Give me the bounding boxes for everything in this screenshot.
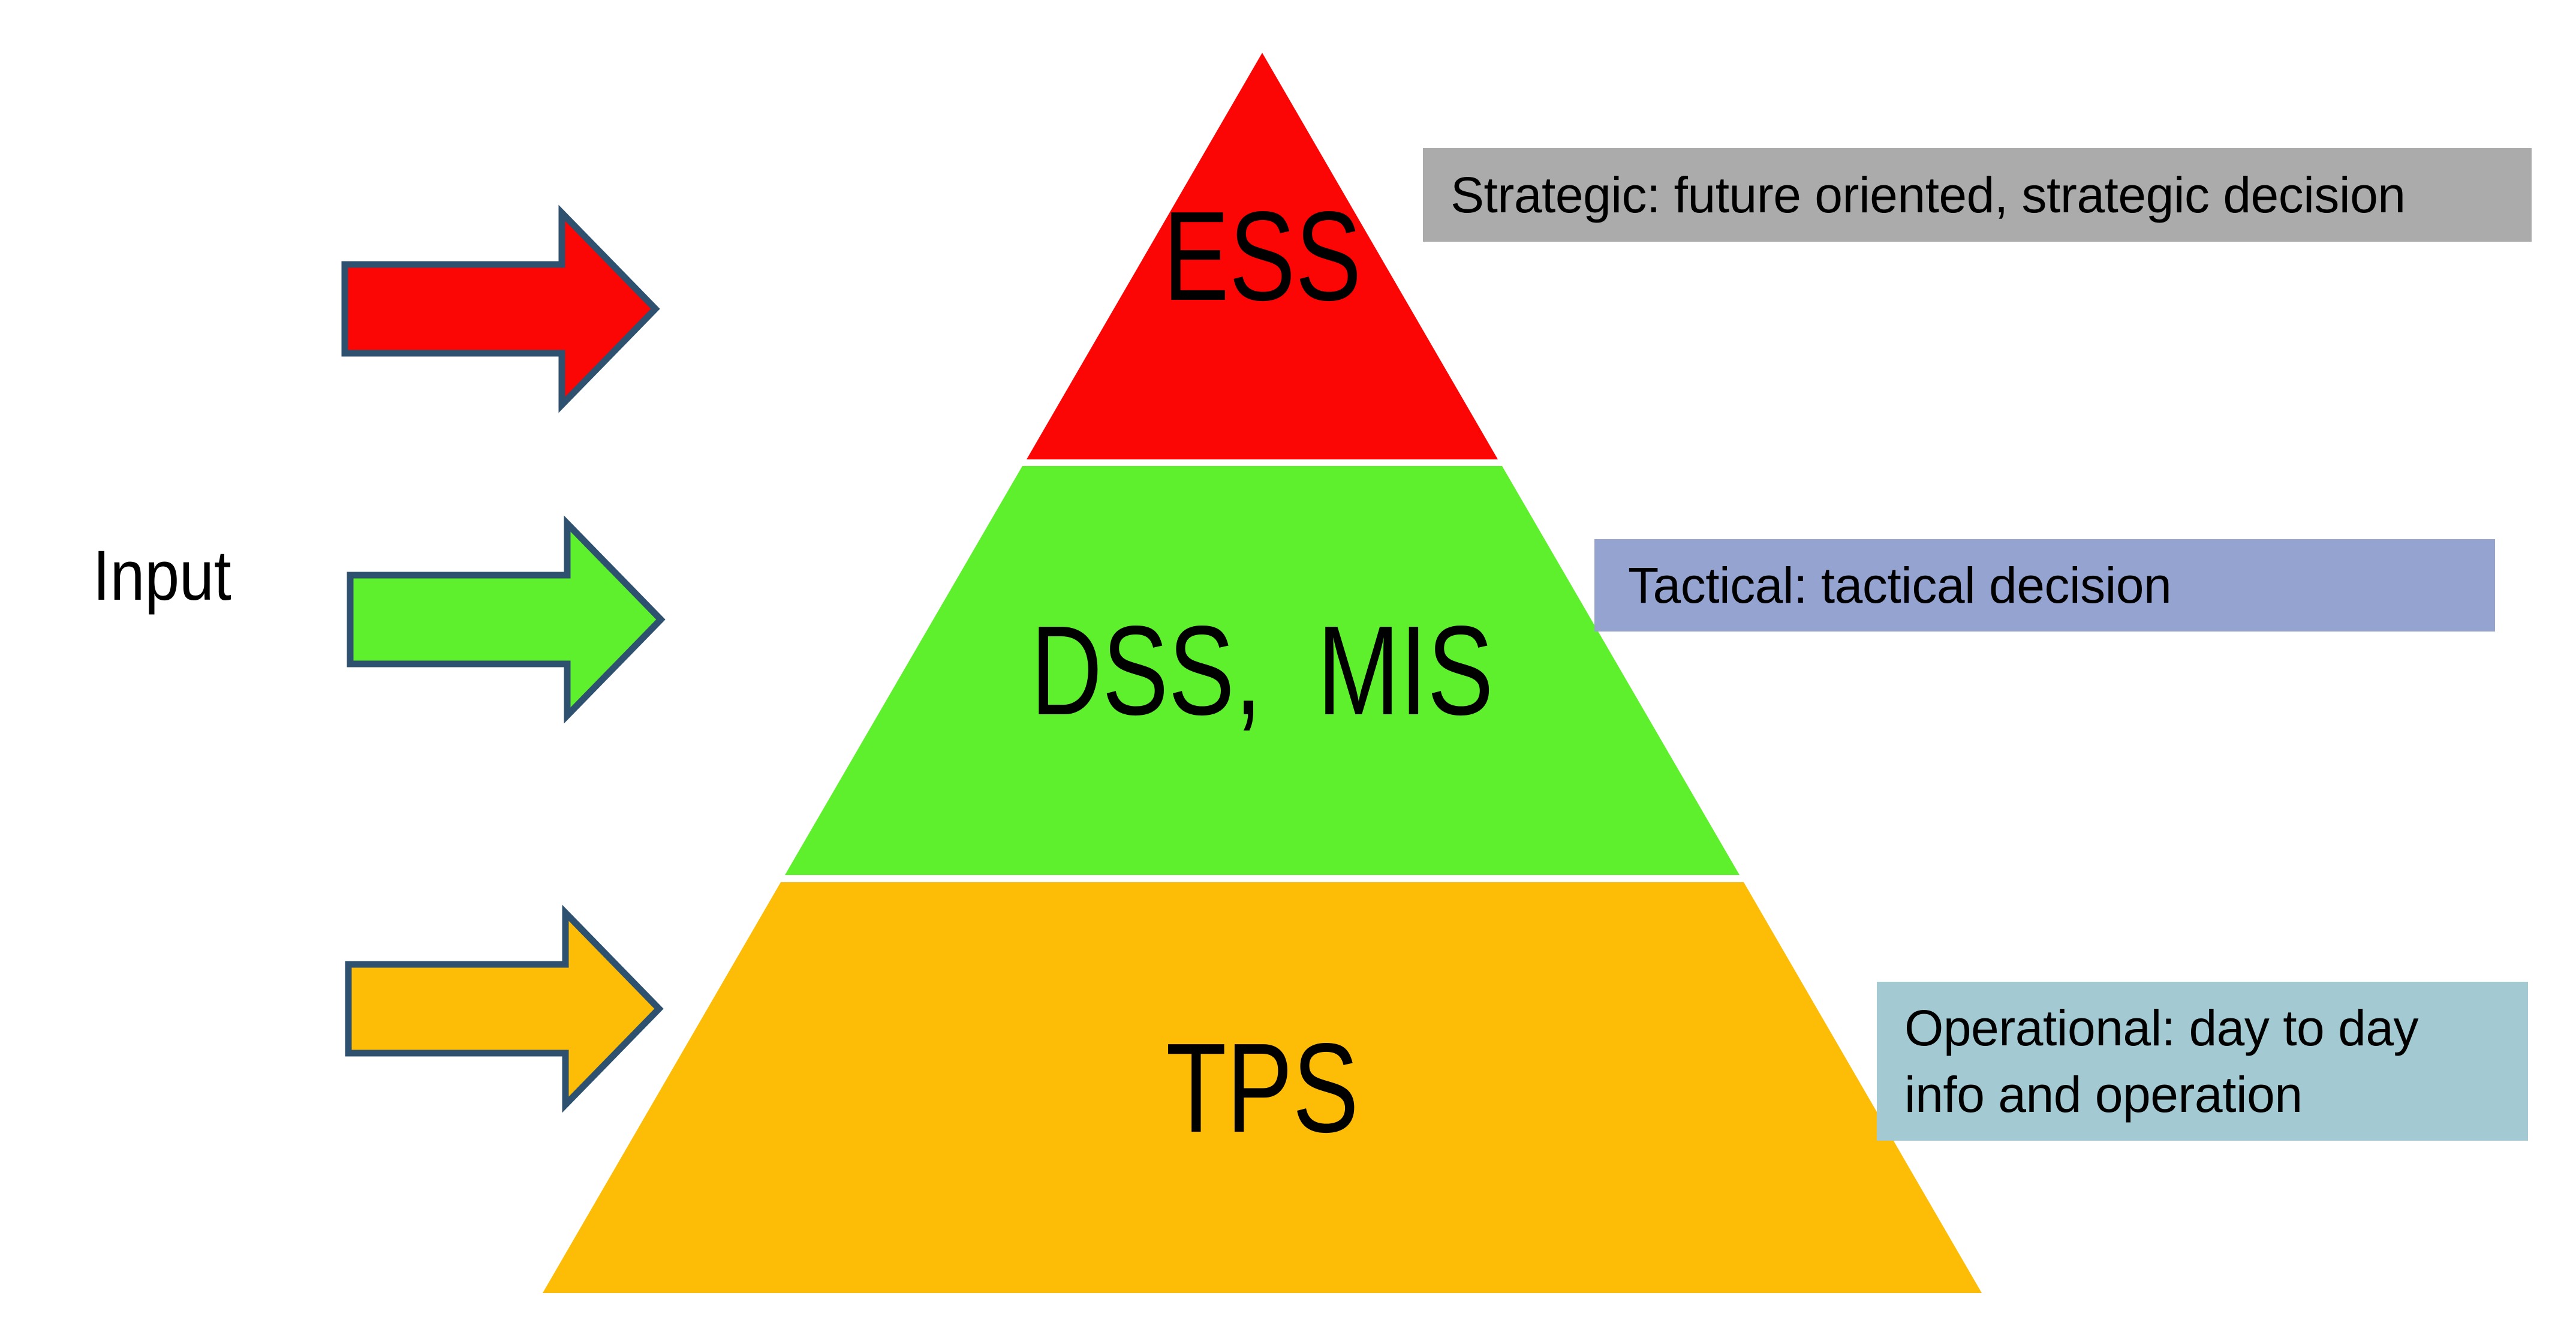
pyramid-level-operational [543, 882, 1982, 1293]
pyramid-label-tps: TPS [543, 882, 1982, 1293]
pyramid-label-dss-mis: DSS, MIS [785, 466, 1740, 875]
pyramid-label-ess: ESS [1027, 53, 1498, 459]
input-caption-text: Input [92, 536, 231, 615]
strategic-annotation-text: Strategic: future oriented, strategic de… [1450, 166, 2406, 223]
right-arrow-icon [347, 515, 666, 724]
ess-label-text: ESS [1163, 185, 1362, 327]
pyramid-level-strategic [1027, 53, 1498, 459]
pyramid-level-tactical [785, 466, 1740, 875]
operational-annotation-line1: Operational: day to day [1904, 999, 2419, 1056]
tactical-annotation-text: Tactical: tactical decision [1628, 557, 2172, 614]
tps-label-text: TPS [1166, 1016, 1359, 1159]
right-arrow-icon [345, 904, 664, 1113]
tactical-annotation-box: Tactical: tactical decision [1594, 539, 2495, 632]
dss-mis-label-text: DSS, MIS [1031, 599, 1494, 741]
right-arrow-icon [341, 205, 660, 413]
strategic-annotation-box: Strategic: future oriented, strategic de… [1423, 148, 2532, 242]
input-caption: Input [60, 528, 264, 624]
operational-annotation-box: Operational: day to day info and operati… [1877, 982, 2528, 1141]
operational-annotation-line2: info and operation [1904, 1066, 2303, 1123]
